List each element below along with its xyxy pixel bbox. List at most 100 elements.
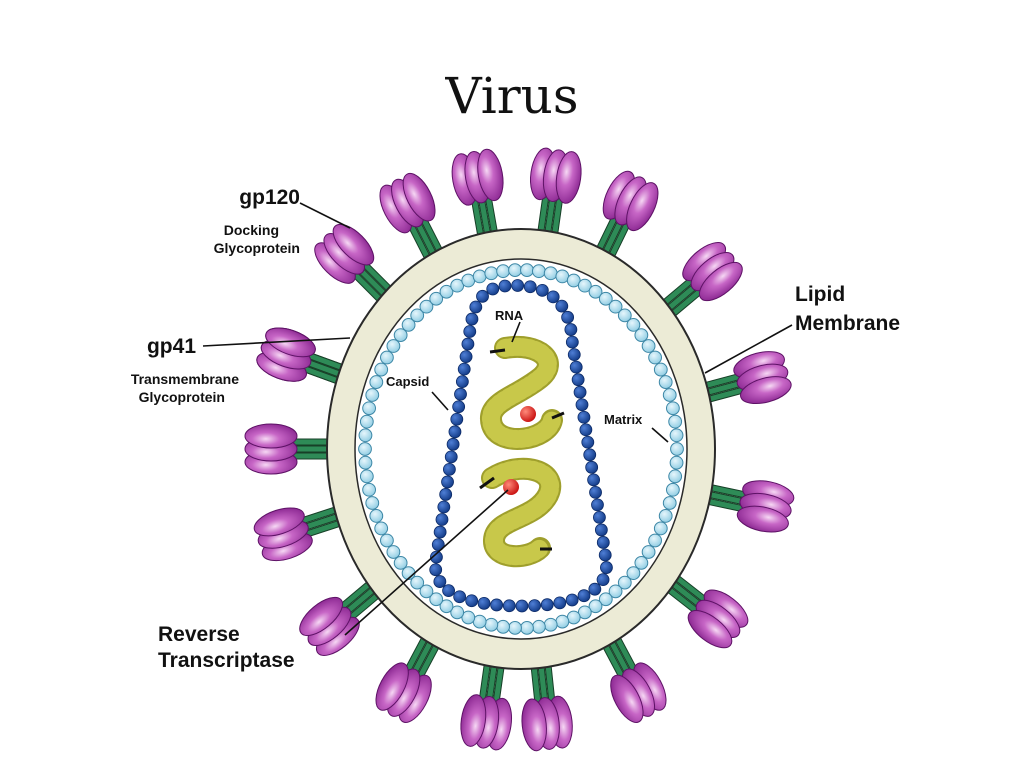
- capsid-bead: [546, 290, 560, 304]
- capsid-bead: [587, 473, 601, 487]
- capsid-bead: [589, 485, 602, 499]
- capsid-bead: [429, 563, 443, 577]
- matrix-bead: [626, 566, 641, 581]
- gp120-head: [682, 242, 743, 302]
- matrix-bead: [362, 482, 377, 497]
- matrix-bead: [668, 414, 683, 429]
- capsid-bead: [575, 398, 589, 412]
- gp120-label: gp120: [239, 186, 300, 209]
- capsid-bead: [594, 523, 608, 537]
- capsid-bead: [444, 450, 458, 464]
- matrix-bead: [461, 273, 476, 288]
- capsid-bead: [593, 511, 606, 524]
- lipid-membrane-leader: [704, 324, 793, 374]
- capsid-bead: [450, 412, 464, 426]
- capsid-label: Capsid: [386, 374, 429, 389]
- spike: [256, 327, 348, 386]
- gp41-stalk: [594, 211, 633, 261]
- capsid-bead: [442, 462, 456, 476]
- matrix-bead: [588, 284, 603, 299]
- capsid-bead: [600, 561, 613, 574]
- capsid-bead: [569, 360, 583, 374]
- capsid-bead: [435, 513, 449, 526]
- capsid-bead: [565, 593, 579, 607]
- matrix-bead: [617, 575, 632, 590]
- gp120-head: [299, 596, 360, 656]
- matrix-bead: [598, 291, 613, 306]
- capsid-bead: [437, 500, 451, 514]
- capsid-bead: [453, 590, 467, 604]
- capsid-bead: [457, 362, 471, 376]
- matrix-bead: [393, 328, 408, 343]
- spike: [600, 633, 667, 723]
- gp120-head: [460, 694, 513, 751]
- gp41-stalk: [295, 505, 346, 539]
- reverse-transcriptase-enzyme: [520, 406, 536, 422]
- matrix-bead: [496, 264, 511, 279]
- spike: [702, 480, 795, 533]
- capsid-bead: [486, 282, 500, 296]
- matrix-bead: [401, 317, 416, 332]
- matrix-bead: [634, 555, 649, 570]
- spike: [375, 633, 442, 723]
- capsid-bead: [596, 536, 610, 549]
- capsid-bead: [585, 460, 599, 474]
- lipid-membrane-label-line2: Membrane: [795, 312, 900, 335]
- matrix-bead: [555, 269, 570, 284]
- matrix-bead: [641, 339, 656, 353]
- gp41-label: gp41: [147, 335, 196, 358]
- gp120-head: [733, 351, 792, 405]
- matrix-bead: [543, 617, 558, 632]
- capsid-bead: [461, 337, 475, 351]
- rna-tail: [489, 348, 506, 354]
- capsid-bead: [588, 582, 602, 596]
- matrix-leader: [651, 427, 669, 443]
- gp120-head: [602, 170, 659, 232]
- matrix-bead: [358, 428, 373, 443]
- matrix-bead: [626, 317, 641, 332]
- matrix-bead: [484, 266, 499, 281]
- spike: [314, 223, 395, 305]
- rna-strand-upper-texture: [482, 337, 561, 448]
- capsid-bead: [596, 573, 610, 587]
- matrix-bead: [531, 264, 546, 279]
- capsid-bead: [465, 594, 479, 608]
- matrix-bead: [588, 599, 603, 614]
- gp120-leader: [299, 202, 351, 229]
- capsid-bead: [591, 498, 604, 512]
- matrix-bead: [669, 428, 684, 443]
- capsid-bead: [577, 589, 591, 603]
- matrix-bead: [668, 469, 683, 484]
- capsid-bead: [465, 312, 479, 326]
- matrix-bead: [429, 592, 444, 607]
- capsid-bead: [577, 410, 591, 424]
- matrix-bead: [359, 414, 374, 429]
- matrix-bead: [419, 299, 434, 314]
- matrix-bead: [374, 521, 389, 536]
- matrix-bead: [496, 619, 511, 634]
- spike: [529, 147, 582, 239]
- capsid-shell: [429, 279, 613, 613]
- capsid-bead: [535, 283, 549, 297]
- capsid-leader: [431, 391, 449, 411]
- rna-leader: [511, 321, 521, 343]
- rna-tail: [479, 476, 495, 490]
- capsid-bead: [515, 599, 529, 613]
- leader-lines: [202, 202, 793, 636]
- gp120-desc-line1: Docking: [224, 222, 279, 238]
- gp120-head: [521, 695, 573, 752]
- matrix-bead: [520, 263, 534, 278]
- gp120-head: [256, 327, 316, 382]
- capsid-bead: [555, 299, 569, 313]
- matrix-bead: [531, 619, 546, 634]
- matrix-bead: [393, 555, 408, 570]
- capsid-bead: [564, 323, 578, 336]
- rna-strands: [479, 335, 565, 568]
- gp41-stalk: [470, 191, 499, 241]
- matrix-bead: [543, 266, 558, 281]
- gp120-head: [379, 172, 436, 234]
- capsid-bead: [565, 335, 579, 349]
- spike: [253, 505, 346, 562]
- matrix-bead: [439, 284, 454, 299]
- matrix-bead: [648, 533, 662, 548]
